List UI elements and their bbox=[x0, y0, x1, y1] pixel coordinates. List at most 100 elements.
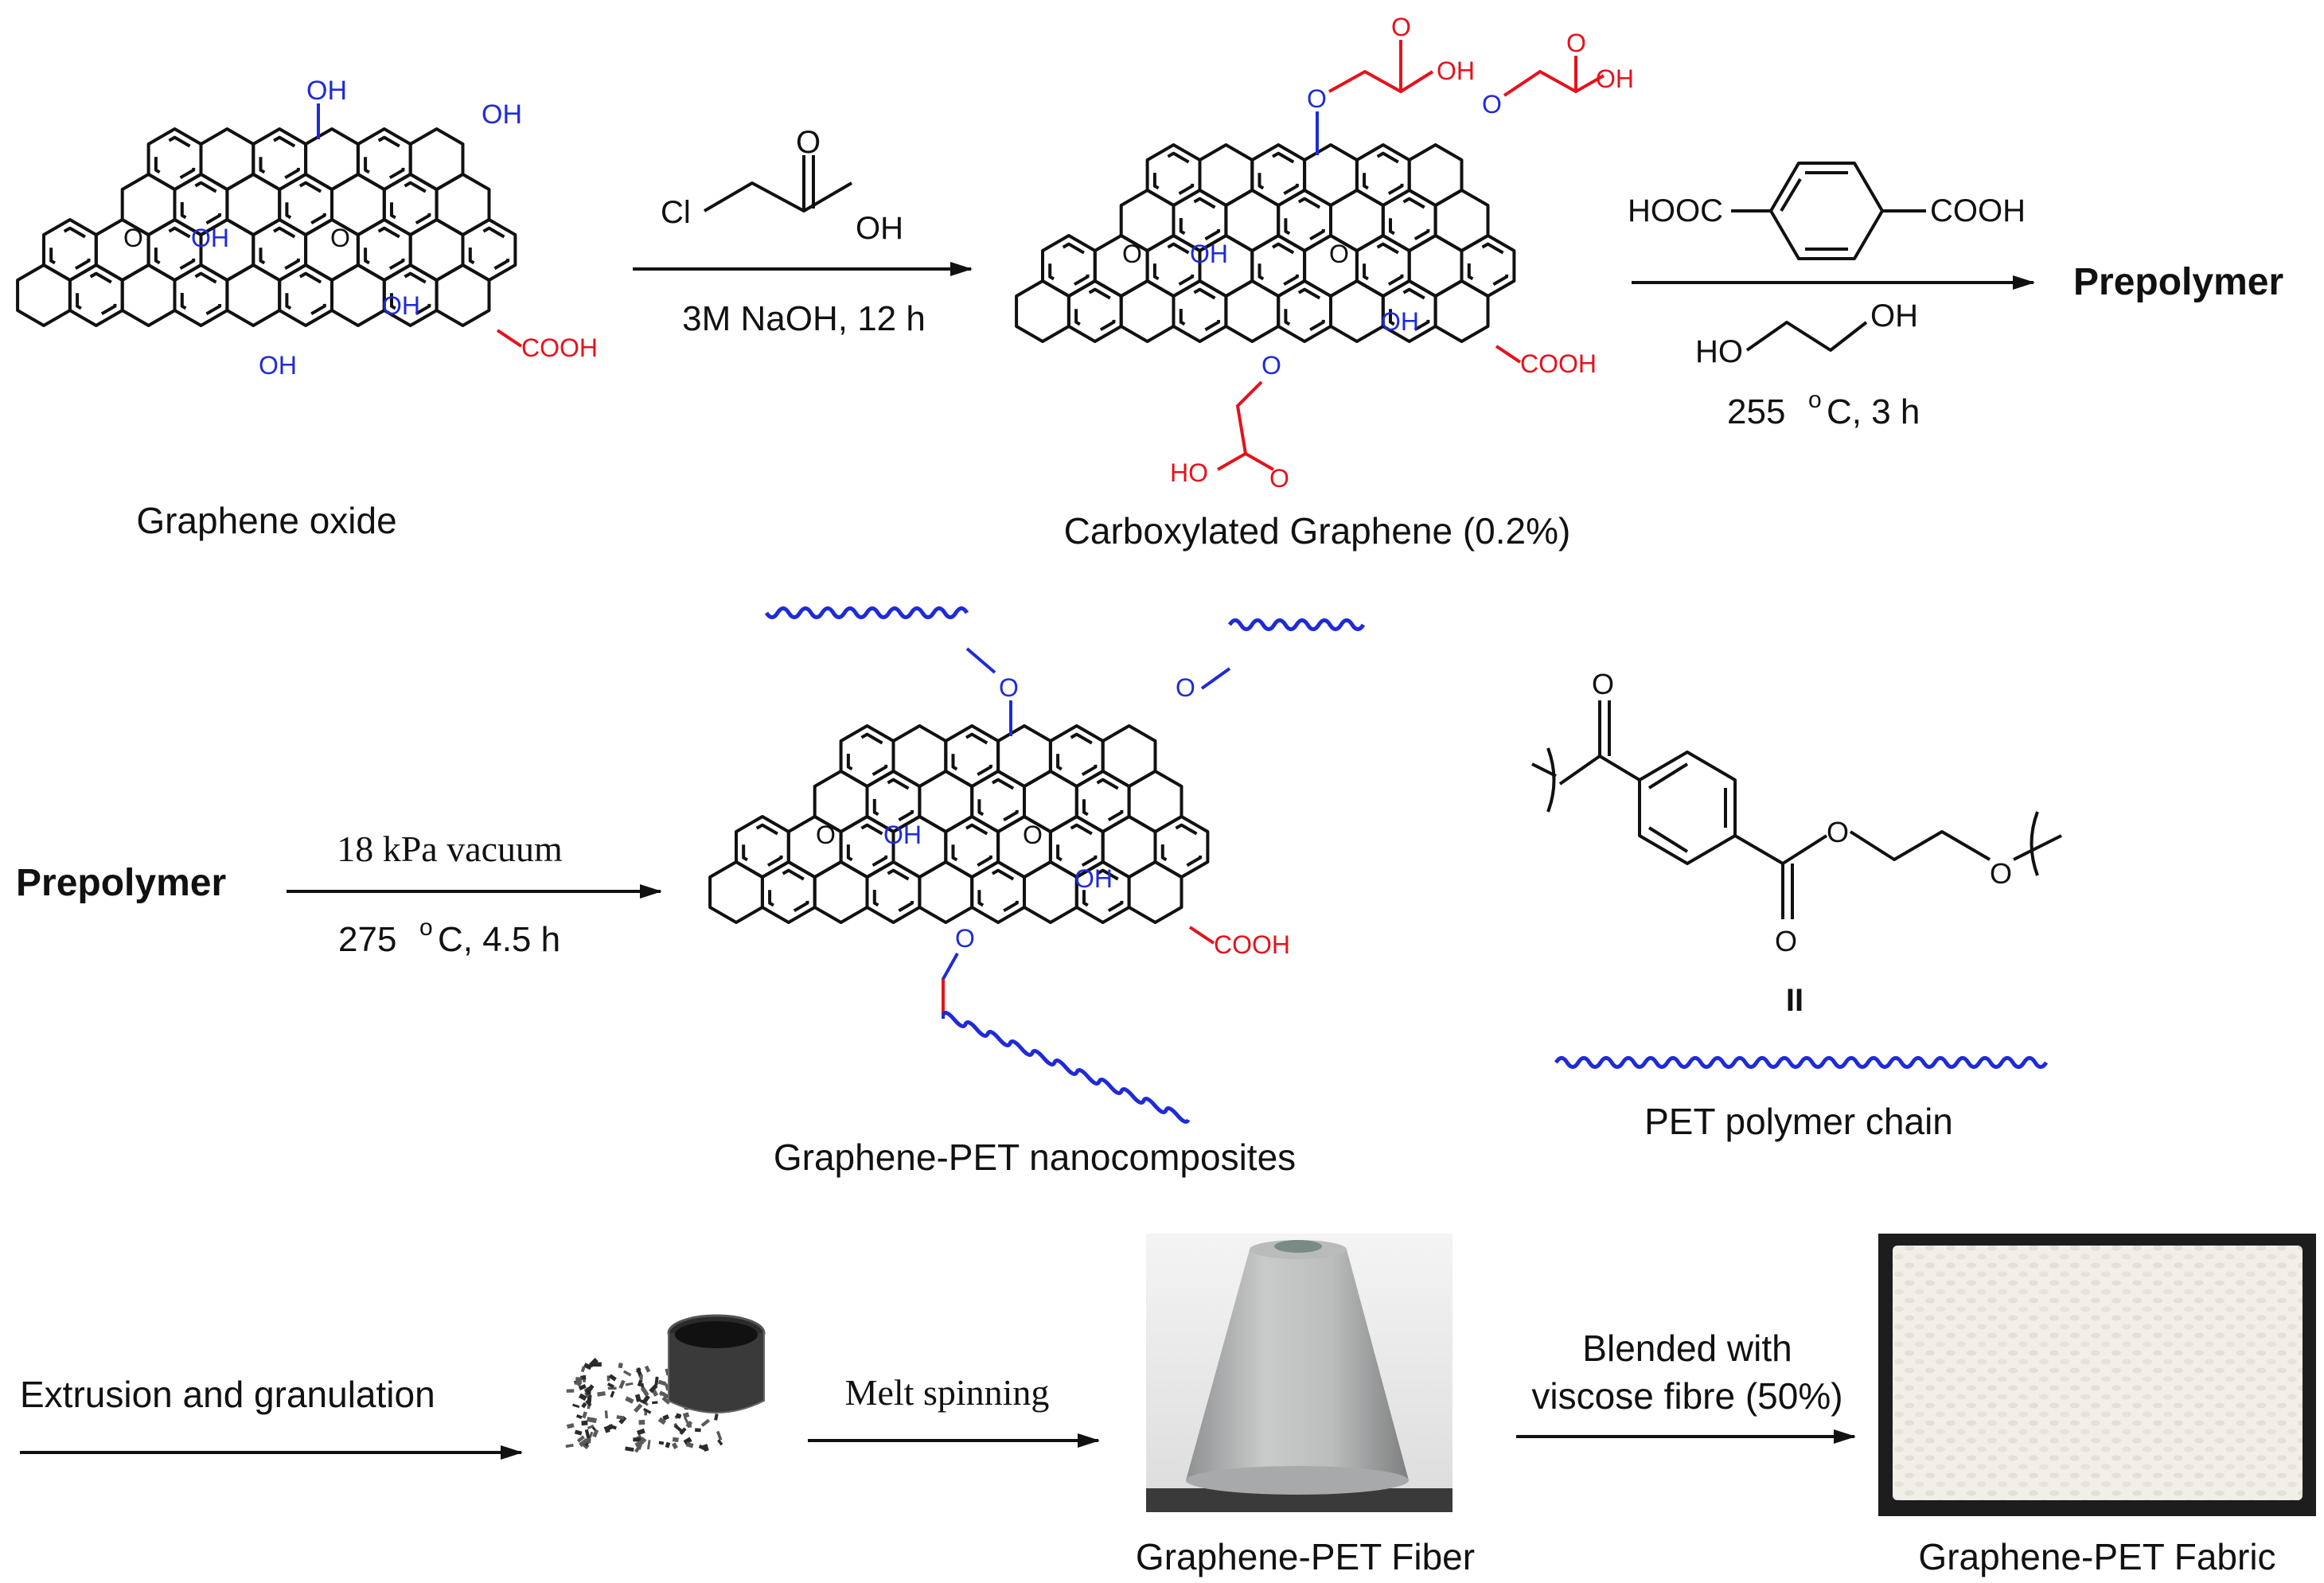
hexagon-ring bbox=[1023, 860, 1078, 924]
granule bbox=[593, 1362, 602, 1367]
granule bbox=[640, 1437, 647, 1443]
hexagon-ring bbox=[225, 263, 282, 327]
svg-text:O: O bbox=[330, 224, 350, 252]
granule bbox=[603, 1425, 610, 1433]
granule bbox=[584, 1429, 591, 1439]
granule bbox=[636, 1428, 645, 1436]
aromatic-double-bond bbox=[1284, 287, 1325, 335]
hexagon-ring bbox=[330, 263, 386, 327]
granule bbox=[608, 1424, 617, 1430]
granule bbox=[634, 1403, 643, 1413]
granule bbox=[646, 1440, 651, 1450]
granules-photo bbox=[565, 1314, 766, 1453]
graphene-pet-nanocomposite-structure: O O O OH O OH O COOH bbox=[708, 606, 1366, 1124]
step4-label: Extrusion and granulation bbox=[20, 1374, 435, 1415]
aromatic-double-bond bbox=[1056, 823, 1098, 871]
svg-text:OH: OH bbox=[259, 351, 297, 380]
granule bbox=[574, 1379, 583, 1387]
svg-text:O: O bbox=[1391, 13, 1411, 41]
cg-carboxymethyl-bottom: O HO O bbox=[1170, 351, 1289, 493]
granule bbox=[634, 1439, 645, 1448]
aromatic-double-bond bbox=[154, 226, 196, 274]
aromatic-double-bond bbox=[846, 823, 888, 871]
granule bbox=[633, 1437, 641, 1442]
prepolymer-product: Prepolymer bbox=[2073, 261, 2283, 303]
step3-condition: 275 o C, 4.5 h bbox=[338, 914, 560, 959]
nc-cooh: COOH bbox=[1188, 926, 1290, 959]
aromatic-double-bond bbox=[154, 135, 196, 183]
hexagon-ring bbox=[1127, 860, 1183, 924]
granule bbox=[616, 1415, 625, 1420]
granule bbox=[575, 1414, 583, 1419]
aromatic-double-bond bbox=[1152, 151, 1195, 199]
granule bbox=[683, 1437, 692, 1445]
aromatic-double-bond bbox=[951, 823, 992, 871]
svg-text:OH: OH bbox=[482, 99, 522, 130]
svg-text:OH: OH bbox=[856, 211, 903, 246]
nc-oh-lower: OH bbox=[1074, 864, 1113, 893]
aromatic-double-bond bbox=[180, 271, 222, 319]
step5-label: Melt spinning bbox=[845, 1372, 1050, 1413]
svg-text:O: O bbox=[1176, 673, 1195, 702]
granule bbox=[566, 1389, 575, 1393]
cg-cooh: COOH bbox=[1495, 345, 1597, 378]
aromatic-double-bond bbox=[1160, 823, 1203, 871]
go-oh-top: OH bbox=[306, 76, 347, 139]
aromatic-double-bond bbox=[742, 823, 783, 871]
aromatic-double-bond bbox=[1082, 778, 1124, 825]
pet-chain-top-left: O bbox=[764, 606, 1019, 736]
hexagon-ring bbox=[1433, 279, 1490, 343]
hexagon-ring bbox=[1015, 279, 1070, 343]
granule bbox=[610, 1390, 615, 1398]
step3-pressure: 18 kPa vacuum bbox=[337, 829, 563, 869]
fiber-cone-photo bbox=[1146, 1234, 1452, 1512]
svg-text:O: O bbox=[1307, 84, 1327, 113]
aromatic-double-bond bbox=[846, 732, 888, 780]
granule bbox=[578, 1393, 587, 1402]
svg-text:COOH: COOH bbox=[1214, 930, 1290, 959]
svg-text:O: O bbox=[1269, 464, 1289, 493]
aromatic-double-bond bbox=[872, 778, 914, 825]
granule bbox=[625, 1446, 634, 1452]
svg-text:O: O bbox=[955, 924, 975, 953]
svg-text:O: O bbox=[1592, 668, 1614, 700]
granule bbox=[625, 1396, 634, 1404]
aromatic-double-bond bbox=[1363, 242, 1404, 290]
cg-epoxide-left: O bbox=[1122, 240, 1142, 268]
fabric-caption: Graphene-PET Fabric bbox=[1918, 1536, 2275, 1577]
svg-text:o: o bbox=[419, 914, 433, 941]
aromatic-double-bond bbox=[1258, 242, 1299, 290]
step6-label-line1: Blended with bbox=[1582, 1328, 1792, 1369]
granule bbox=[618, 1379, 626, 1390]
svg-text:255: 255 bbox=[1727, 392, 1785, 431]
cg-epoxide-mid: O bbox=[1329, 240, 1349, 268]
hexagon-ring bbox=[708, 860, 764, 924]
hexagon-ring bbox=[120, 263, 177, 327]
pet-chain-caption: PET polymer chain bbox=[1644, 1101, 1953, 1142]
pet-chain-bottom: O bbox=[941, 924, 1191, 1124]
aromatic-double-bond bbox=[1258, 151, 1299, 199]
granule bbox=[717, 1439, 723, 1446]
aromatic-double-bond bbox=[872, 868, 914, 916]
granule bbox=[634, 1394, 641, 1402]
aromatic-double-bond bbox=[1284, 197, 1325, 244]
granule bbox=[643, 1407, 652, 1414]
svg-text:OH: OH bbox=[191, 224, 229, 252]
svg-text:COOH: COOH bbox=[1520, 349, 1597, 378]
svg-text:O: O bbox=[1261, 351, 1281, 380]
svg-text:HO: HO bbox=[1695, 334, 1743, 369]
granule bbox=[641, 1394, 650, 1405]
svg-text:Cl: Cl bbox=[661, 195, 691, 230]
svg-text:COOH: COOH bbox=[521, 333, 598, 362]
granule bbox=[606, 1382, 614, 1389]
granule bbox=[672, 1437, 679, 1443]
granule bbox=[583, 1363, 592, 1371]
svg-text:O: O bbox=[999, 673, 1019, 702]
aromatic-double-bond bbox=[1179, 197, 1221, 244]
aromatic-double-bond bbox=[1074, 287, 1116, 335]
aromatic-double-bond bbox=[977, 868, 1019, 916]
granule bbox=[618, 1415, 627, 1425]
granule bbox=[618, 1363, 623, 1369]
pet-repeat-unit-structure: O O O O bbox=[1531, 668, 2062, 957]
